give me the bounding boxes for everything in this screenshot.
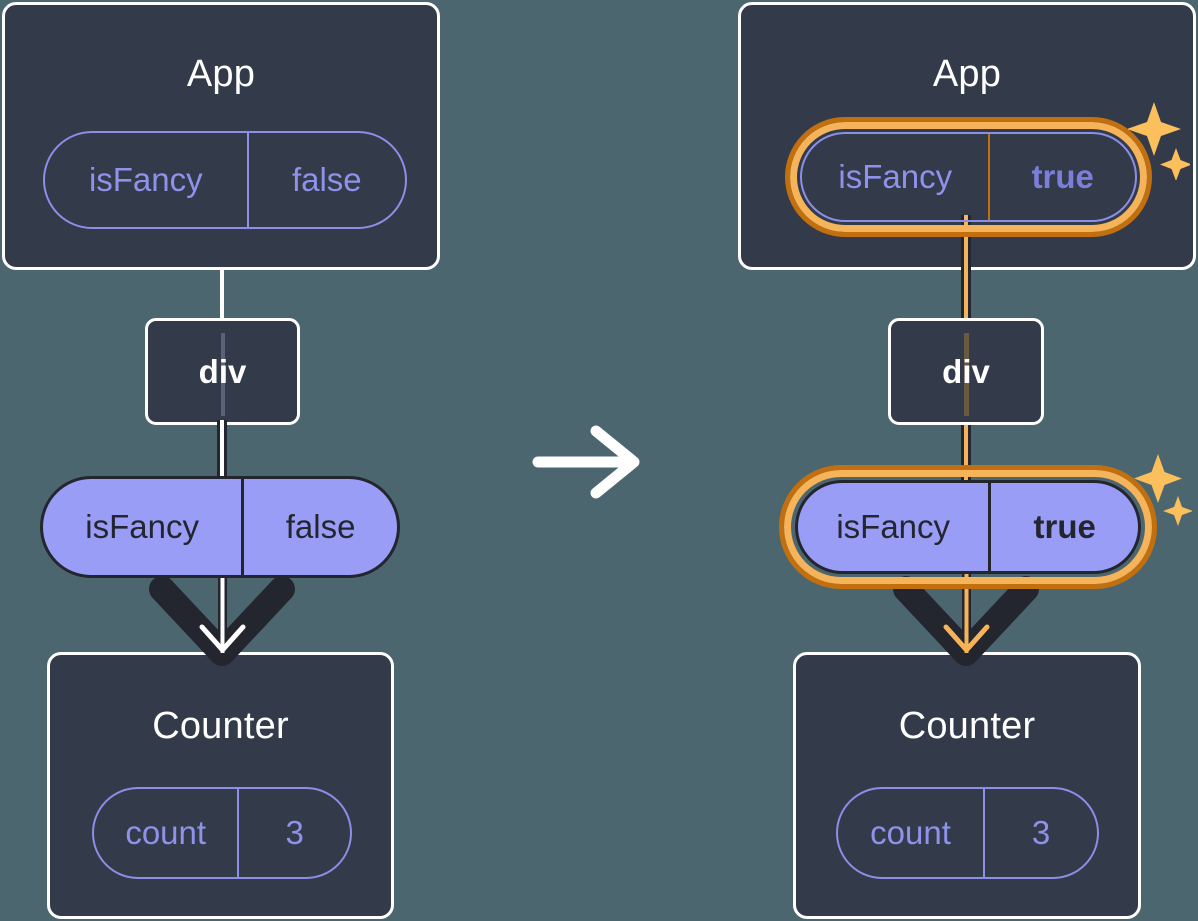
counter-title-after: Counter bbox=[898, 705, 1036, 747]
div-label-after: div bbox=[942, 352, 990, 390]
connector-div-to-props-after bbox=[961, 420, 971, 482]
transition-arrow-icon bbox=[532, 425, 640, 499]
app-state-value-before: false bbox=[246, 133, 405, 227]
props-value-after: true bbox=[988, 483, 1138, 571]
app-state-pill-after: isFancy true bbox=[800, 132, 1137, 222]
props-value-before: false bbox=[241, 479, 397, 575]
app-state-pill-before: isFancy false bbox=[43, 131, 407, 229]
arrow-props-to-counter-before bbox=[149, 565, 295, 666]
app-state-key-before: isFancy bbox=[88, 161, 203, 198]
sparkle-icon-props-after bbox=[1134, 454, 1192, 526]
div-label-before: div bbox=[198, 352, 247, 390]
props-pill-before: isFancy false bbox=[40, 476, 400, 578]
div-internal-line-after bbox=[964, 333, 969, 416]
counter-title-before: Counter bbox=[152, 705, 289, 747]
counter-state-pill-after: count 3 bbox=[836, 787, 1099, 879]
counter-panel-after: Counter count 3 bbox=[793, 652, 1141, 919]
counter-panel-before: Counter count 3 bbox=[47, 652, 394, 919]
props-key-before: isFancy bbox=[85, 508, 199, 545]
connector-div-to-props-before bbox=[217, 420, 227, 482]
props-key-after: isFancy bbox=[836, 508, 951, 545]
app-title-before: App bbox=[186, 53, 256, 95]
connector-app-to-div-after bbox=[961, 215, 971, 330]
div-box-before: div bbox=[145, 318, 300, 425]
app-panel-before: App isFancy false bbox=[2, 2, 440, 270]
counter-state-pill-before: count 3 bbox=[92, 787, 352, 879]
counter-state-key-before: count bbox=[125, 814, 207, 851]
counter-state-key-after: count bbox=[870, 814, 951, 851]
div-box-after: div bbox=[888, 318, 1044, 425]
connector-app-to-div-before bbox=[220, 262, 224, 328]
app-state-value-after: true bbox=[988, 134, 1135, 220]
counter-state-value-after: 3 bbox=[983, 789, 1097, 877]
div-internal-line-before bbox=[221, 333, 225, 416]
props-pill-after: isFancy true bbox=[795, 480, 1141, 574]
arrow-props-to-counter-after bbox=[893, 565, 1039, 666]
counter-state-value-before: 3 bbox=[237, 789, 350, 877]
sparkle-icon-app-after bbox=[1128, 102, 1190, 180]
app-state-key-after: isFancy bbox=[838, 158, 953, 195]
app-title-after: App bbox=[932, 53, 1002, 95]
